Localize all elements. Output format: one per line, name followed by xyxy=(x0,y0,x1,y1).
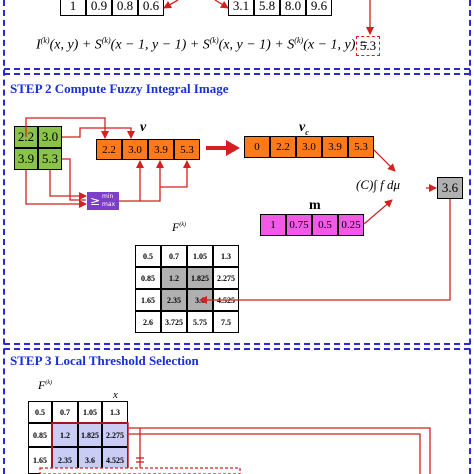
arrow xyxy=(373,149,396,172)
fk-cell: 5.75 xyxy=(187,311,213,333)
fk-cell: 7.5 xyxy=(213,311,239,333)
section-divider xyxy=(4,73,470,75)
fk-cell: 0.5 xyxy=(28,401,52,423)
arrow xyxy=(160,160,191,188)
step3-title: STEP 3 Local Threshold Selection xyxy=(10,353,199,368)
x-axis-label: x xyxy=(113,389,118,401)
fk-cell: 3.725 xyxy=(161,311,187,333)
window-outline xyxy=(39,467,241,474)
fk-cell: 0.7 xyxy=(161,245,187,267)
fk-label: F(k) xyxy=(172,220,187,234)
m-cell: 0.25 xyxy=(338,214,364,236)
fk-cell: 1.825 xyxy=(78,423,102,447)
strip-cell: 0.8 xyxy=(112,0,138,16)
arrow xyxy=(119,160,164,202)
window-outline xyxy=(51,422,129,474)
vc-cell: 2.2 xyxy=(270,136,296,158)
choquet-integral-label: (C)∫ f dμ xyxy=(356,177,401,192)
vc-label: vc xyxy=(299,120,309,137)
v-cell: 5.3 xyxy=(174,139,200,160)
arrow xyxy=(363,199,393,225)
v-label: v xyxy=(140,120,147,135)
fk-cell: 1.65 xyxy=(135,289,161,311)
minmax-operator: ≥ min max xyxy=(87,192,119,210)
vc-cell: 3.9 xyxy=(322,136,348,158)
arrow xyxy=(49,170,87,200)
strip-cell: 0.9 xyxy=(86,0,112,16)
vc-cell: 5.3 xyxy=(348,136,374,158)
strip-cell: 8.0 xyxy=(280,0,306,16)
arrow xyxy=(128,427,431,474)
arrow xyxy=(128,433,421,474)
green-cell: 3.0 xyxy=(38,126,62,148)
big-arrow-head xyxy=(226,140,240,156)
min-label: min xyxy=(102,193,114,200)
m-cell: 1 xyxy=(260,214,286,236)
step2-title: STEP 2 Compute Fuzzy Integral Image xyxy=(10,81,229,96)
m-cell: 0.75 xyxy=(286,214,312,236)
arrow xyxy=(163,0,179,9)
arrow xyxy=(199,199,451,304)
fk-cell: 1.2 xyxy=(52,423,78,447)
section-divider xyxy=(4,68,470,70)
fk-cell: 0.85 xyxy=(135,267,161,289)
fk-cell: 1.05 xyxy=(187,245,213,267)
fk-cell: 1.3 xyxy=(213,245,239,267)
recursion-formula: I(k)(x, y) + S(k)(x − 1, y − 1) + S(k)(x… xyxy=(36,36,369,53)
step3-fk-label: F(k) xyxy=(38,378,53,392)
arrow xyxy=(62,158,86,201)
fk-cell: 2.275 xyxy=(213,267,239,289)
arrow xyxy=(62,127,135,139)
m-cell: 0.5 xyxy=(312,214,338,236)
green-cell: 3.9 xyxy=(14,148,38,170)
vc-cell: 3.0 xyxy=(296,136,322,158)
formula-result-box: 5.3 xyxy=(356,36,380,56)
fk-cell: 2.6 xyxy=(135,311,161,333)
arrow xyxy=(25,170,87,208)
frame-left-border xyxy=(3,0,5,474)
strip-cell: 5.8 xyxy=(254,0,280,16)
section-divider xyxy=(4,343,470,345)
frame-right-border xyxy=(469,0,471,474)
v-cell: 2.2 xyxy=(96,139,122,160)
fk-cell: 0.5 xyxy=(135,245,161,267)
vc-cell: 0 xyxy=(244,136,270,158)
strip-cell: 9.6 xyxy=(306,0,332,16)
fk-cell: 2.35 xyxy=(161,289,187,311)
max-label: max xyxy=(102,201,116,208)
v-cell: 3.0 xyxy=(122,139,148,160)
green-cell: 5.3 xyxy=(38,148,62,170)
ge-symbol-icon: ≥ xyxy=(90,194,101,208)
m-label: m xyxy=(309,198,321,213)
strip-cell: 1 xyxy=(60,0,86,16)
section-divider xyxy=(4,348,470,350)
arrow xyxy=(214,0,229,9)
fk-cell: 1.2 xyxy=(161,267,187,289)
v-cell: 3.9 xyxy=(148,139,174,160)
choquet-result-box: 3.6 xyxy=(437,177,463,199)
fk-cell: 1.825 xyxy=(187,267,213,289)
